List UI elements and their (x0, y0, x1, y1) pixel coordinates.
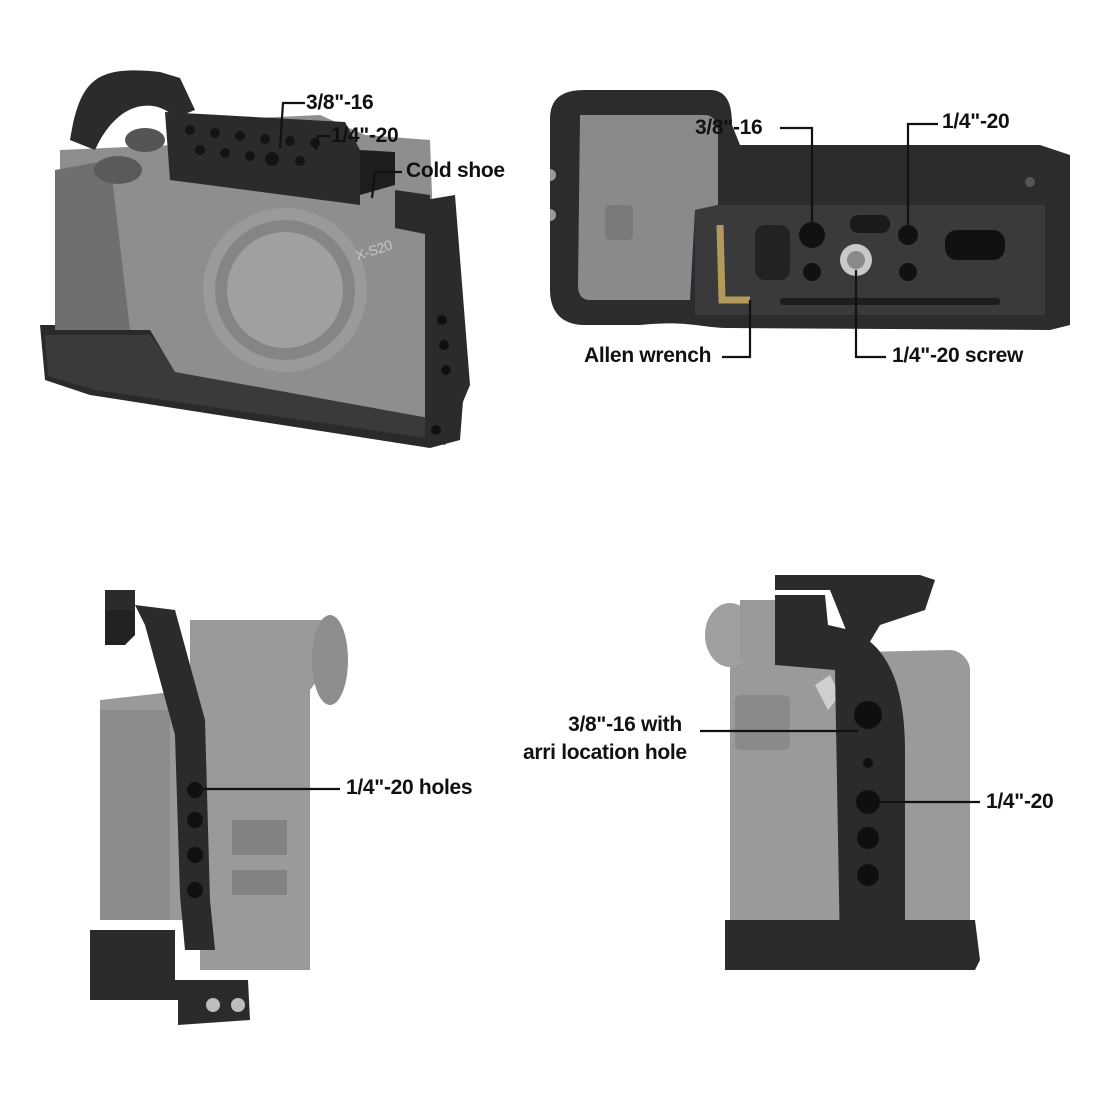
label-arri-line2: arri location hole (523, 741, 687, 764)
panel-front-view: X-S20 3/8"-16 1/4"-20 Cold shoe (0, 0, 550, 470)
label-right-14-20: 1/4"-20 (986, 790, 1054, 813)
panel-bottom-view: 3/8"-16 1/4"-20 Allen wrench 1/4"-20 scr… (550, 0, 1100, 470)
label-arri-line1: 3/8"-16 with (568, 713, 682, 736)
left-side-illustration (90, 590, 348, 1025)
front-view-illustration (40, 70, 470, 448)
label-cold-shoe: Cold shoe (406, 159, 505, 182)
left-side-leaders (198, 787, 340, 791)
label-allen-wrench: Allen wrench (584, 344, 712, 367)
label-bottom-14-20: 1/4"-20 (942, 110, 1010, 133)
label-side-holes: 1/4"-20 holes (346, 776, 473, 799)
label-front-14-20: 1/4"-20 (331, 124, 399, 147)
label-screw: 1/4"-20 screw (892, 344, 1023, 367)
right-side-illustration (705, 575, 980, 970)
bottom-view-leaders (722, 122, 938, 359)
label-bottom-38-16: 3/8"-16 (695, 116, 763, 139)
panel-right-side-view: 3/8"-16 with arri location hole 1/4"-20 (523, 550, 1100, 1100)
right-side-leaders (700, 729, 980, 804)
bottom-view-illustration (550, 90, 1070, 330)
panel-left-side-view: 1/4"-20 holes (0, 550, 550, 1100)
label-front-38-16: 3/8"-16 (306, 91, 374, 114)
front-view-leaders (278, 101, 402, 199)
